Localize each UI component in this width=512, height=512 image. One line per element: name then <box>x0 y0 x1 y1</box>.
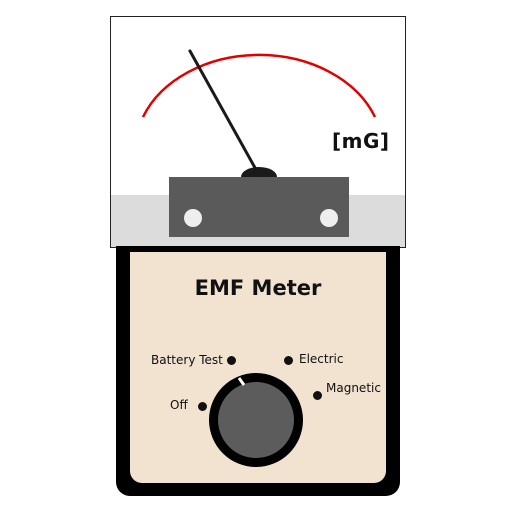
option-magnetic-dot[interactable] <box>313 391 322 400</box>
option-magnetic-label[interactable]: Magnetic <box>326 381 381 395</box>
control-panel: EMF Meter Off Battery Test Electric Magn… <box>130 252 386 483</box>
gauge-graphic <box>141 49 377 237</box>
mount-plate <box>169 177 349 237</box>
option-off-dot[interactable] <box>198 402 207 411</box>
meter-body: EMF Meter Off Battery Test Electric Magn… <box>116 246 400 496</box>
panel-title: EMF Meter <box>194 276 322 300</box>
unit-label: [mG] <box>332 129 390 153</box>
knob-pointer <box>237 377 246 386</box>
option-electric-dot[interactable] <box>284 356 293 365</box>
option-battery-test-label[interactable]: Battery Test <box>151 353 223 367</box>
option-off-label[interactable]: Off <box>170 398 188 412</box>
option-electric-label[interactable]: Electric <box>299 352 344 366</box>
option-battery-test-dot[interactable] <box>227 356 236 365</box>
selector-knob <box>218 382 294 458</box>
meter-face: [mG] <box>110 16 406 248</box>
selector-knob-graphic <box>209 373 303 467</box>
mount-screw-left <box>184 209 202 227</box>
meter-needle <box>188 49 261 177</box>
scale-arc <box>141 53 377 118</box>
mount-screw-right <box>320 209 338 227</box>
